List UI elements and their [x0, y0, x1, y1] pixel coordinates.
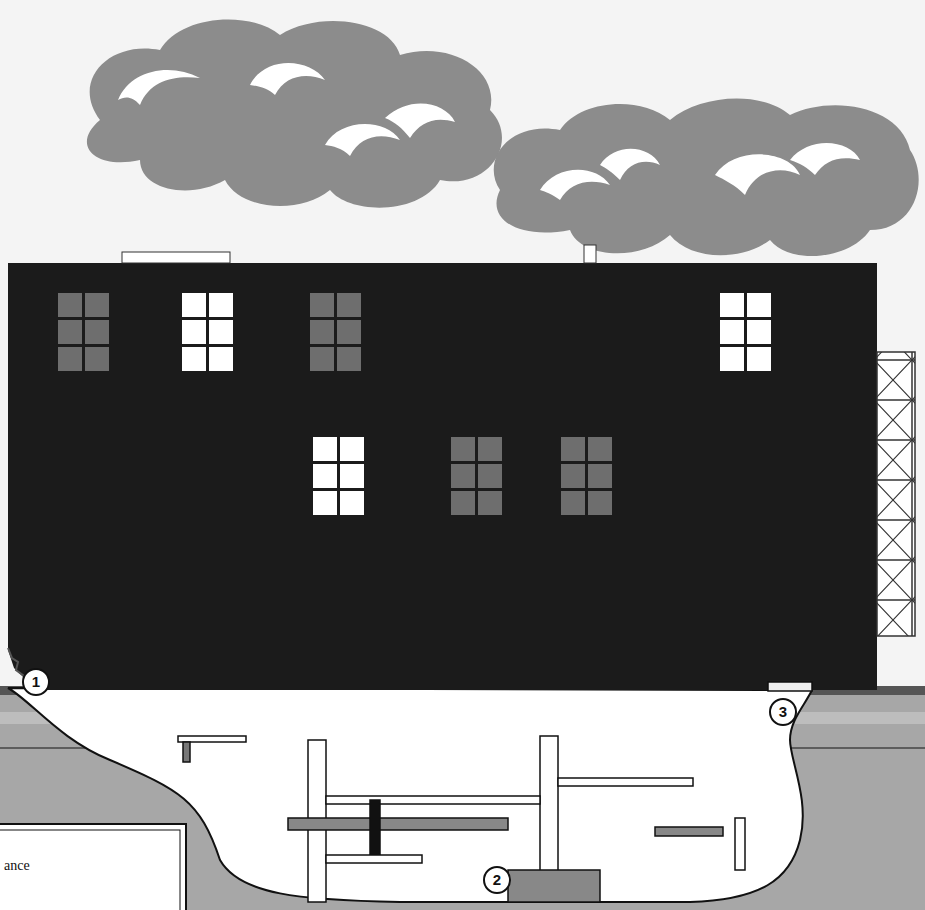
building — [8, 263, 877, 690]
window-pane — [561, 437, 585, 461]
window-pane — [340, 491, 364, 515]
window-pane — [209, 293, 233, 317]
window-pane — [58, 293, 82, 317]
window-pane — [313, 464, 337, 488]
window-pane — [182, 347, 206, 371]
window-pane — [337, 293, 361, 317]
window-pane — [747, 293, 771, 317]
window-pane — [720, 320, 744, 344]
callout-number: 2 — [483, 866, 511, 894]
window-pane — [85, 320, 109, 344]
window-pane — [451, 464, 475, 488]
window-pane — [58, 320, 82, 344]
window-pane — [182, 293, 206, 317]
window-pane — [478, 491, 502, 515]
window-pane — [588, 464, 612, 488]
window-pane — [451, 491, 475, 515]
window-pane — [58, 347, 82, 371]
window-pane — [340, 464, 364, 488]
window-pane — [720, 347, 744, 371]
window-pane — [588, 491, 612, 515]
smoke-cloud — [87, 19, 919, 256]
window-pane — [451, 437, 475, 461]
window-pane — [340, 437, 364, 461]
window-pane — [209, 320, 233, 344]
window-pane — [478, 437, 502, 461]
box-text: ance — [4, 858, 30, 874]
window-pane — [747, 320, 771, 344]
callout-number: 3 — [769, 698, 797, 726]
window-pane — [310, 293, 334, 317]
window-pane — [182, 320, 206, 344]
chimney — [584, 245, 596, 263]
info-box — [0, 824, 186, 910]
window-pane — [313, 491, 337, 515]
foundation-structures — [178, 682, 812, 902]
window-pane — [337, 320, 361, 344]
window-pane — [310, 320, 334, 344]
window-pane — [85, 293, 109, 317]
window-pane — [310, 347, 334, 371]
windows — [58, 293, 771, 515]
window-pane — [85, 347, 109, 371]
window-pane — [561, 491, 585, 515]
window-pane — [747, 347, 771, 371]
window-pane — [209, 347, 233, 371]
callout-number: 1 — [22, 668, 50, 696]
window-pane — [588, 437, 612, 461]
cloud-highlight — [118, 63, 860, 200]
window-pane — [478, 464, 502, 488]
window-pane — [337, 347, 361, 371]
info-box-inner — [0, 830, 180, 910]
window-pane — [313, 437, 337, 461]
window-pane — [561, 464, 585, 488]
fire-escape — [877, 352, 915, 636]
roof-vent — [122, 252, 230, 263]
window-pane — [720, 293, 744, 317]
